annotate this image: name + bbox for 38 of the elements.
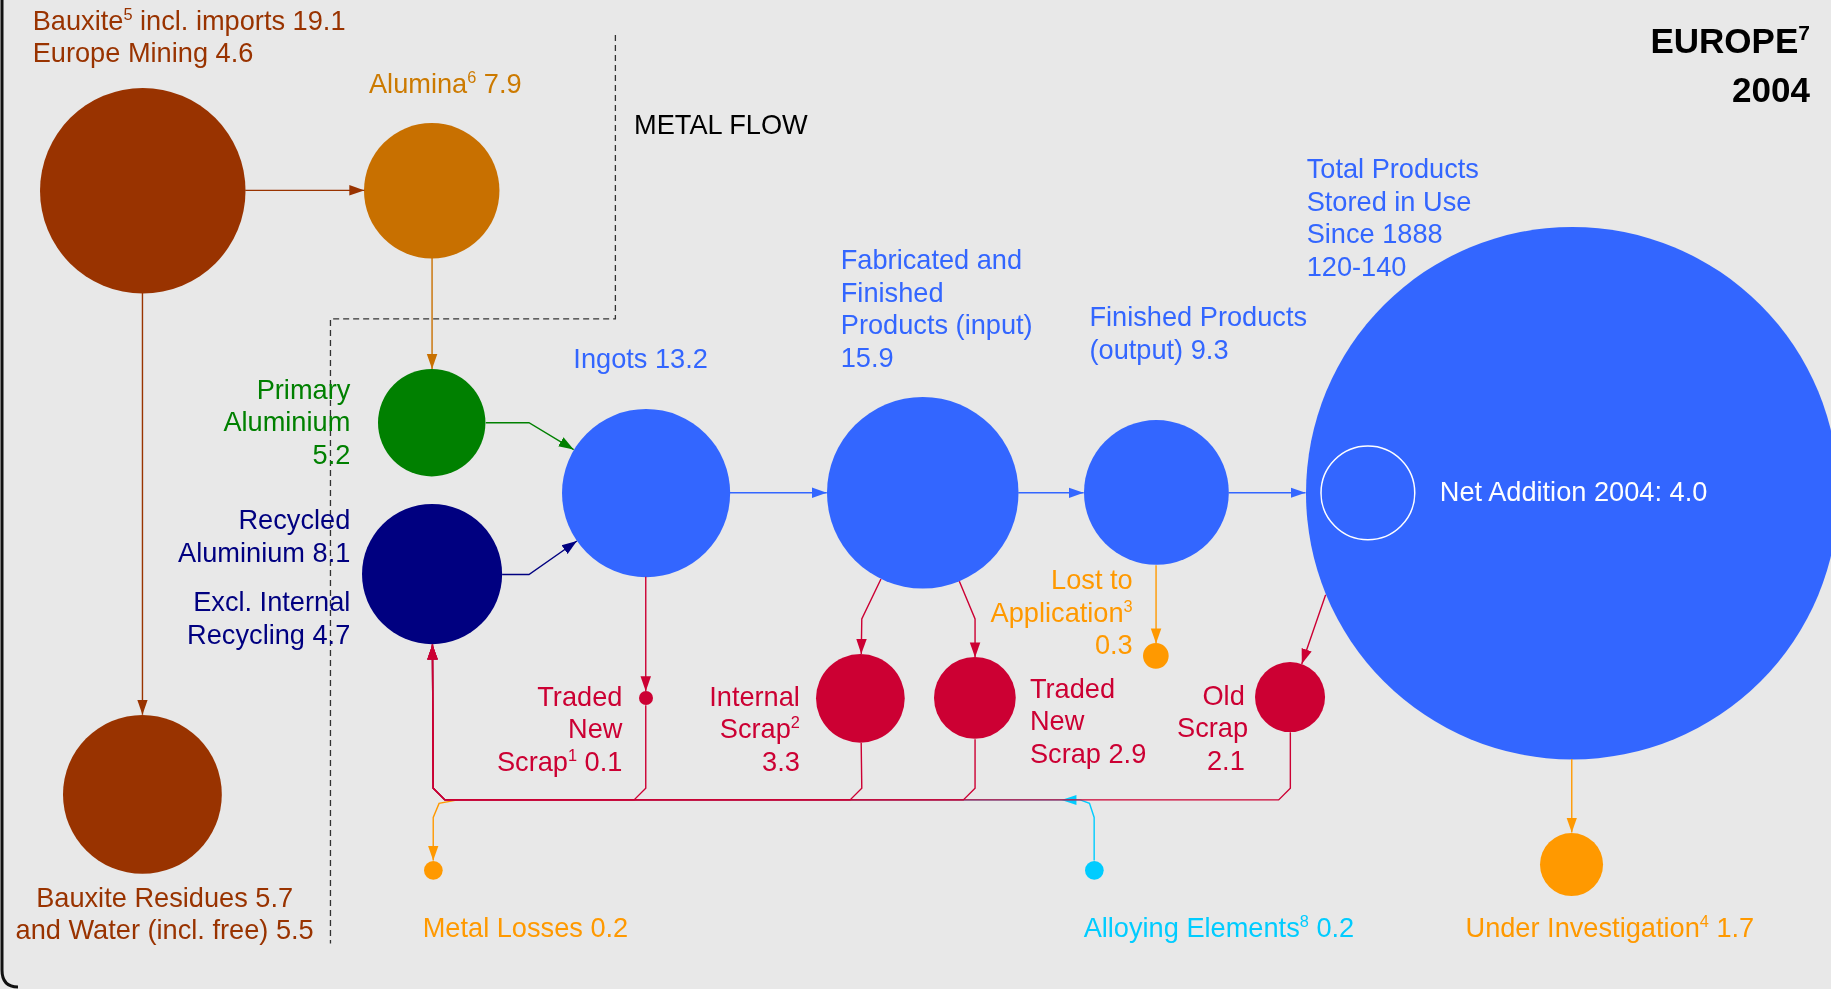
flow-label: Metal Losses 0.2 <box>422 912 629 945</box>
diagram-title: EUROPE$^{7}$ 2004 <box>1649 20 1810 112</box>
flow-label: Traded New Scrap 2.9 <box>1029 672 1148 771</box>
flow-label: Bauxite$^{5}$ incl. imports 19.1 <box>32 4 347 38</box>
flow-label: Europe Mining 4.6 <box>32 37 255 71</box>
flow-arrow <box>1017 487 1085 499</box>
flow-arrow <box>244 185 366 196</box>
flow-label: Excl. Internal Recycling 4.7 <box>186 586 351 652</box>
flow-label: Net Addition 2004: 4.0 <box>1439 476 1708 510</box>
flow-label: and Water (incl. free) 5.5 <box>15 914 314 947</box>
flow-arrow <box>137 292 148 716</box>
flow-arrow <box>501 540 578 576</box>
flow-label: Recycled Aluminium 8.1 <box>177 504 351 570</box>
flow-label: Internal Scrap$^{2}$ 3.3 <box>708 680 800 779</box>
flow-arrow <box>427 643 1292 801</box>
flow-label: Bauxite Residues 5.7 <box>36 881 294 915</box>
flow-label: Fabricated and Finished Products (input) 15.9 <box>840 244 1034 375</box>
flow-arrow <box>1566 758 1577 834</box>
flow-arrow <box>958 580 981 659</box>
flow-label: Primary Aluminium 5.2 <box>222 373 351 472</box>
flow-label: Under Investigation$^{4}$ 1.7 <box>1465 911 1755 945</box>
flow-arrow <box>729 487 828 499</box>
flow-label: Alumina$^{6}$ 7.9 <box>369 67 522 101</box>
flow-arrow <box>1301 594 1327 665</box>
flow-label: Total Products Stored in Use Since 1888 120-140 <box>1306 152 1480 284</box>
flow-arrow <box>856 578 882 655</box>
flow-arrow <box>426 257 438 370</box>
flow-label: Lost to Application$^{3}$ 0.3 <box>989 564 1133 663</box>
flow-label: Finished Products (output) 9.3 <box>1089 301 1309 367</box>
flow-label: Alloying Elements$^{8}$ 0.2 <box>1083 912 1355 945</box>
flow-label: Traded New Scrap$^{1}$ 0.1 <box>495 680 623 779</box>
flow-arrow <box>1227 487 1307 499</box>
flow-label: Ingots 13.2 <box>573 343 708 376</box>
section-label: METAL FLOW <box>634 108 808 142</box>
flow-label: Old Scrap 2.1 <box>1177 679 1245 778</box>
flow-arrow <box>1150 564 1162 645</box>
flow-arrow <box>485 422 575 451</box>
flow-arrow <box>640 576 651 692</box>
